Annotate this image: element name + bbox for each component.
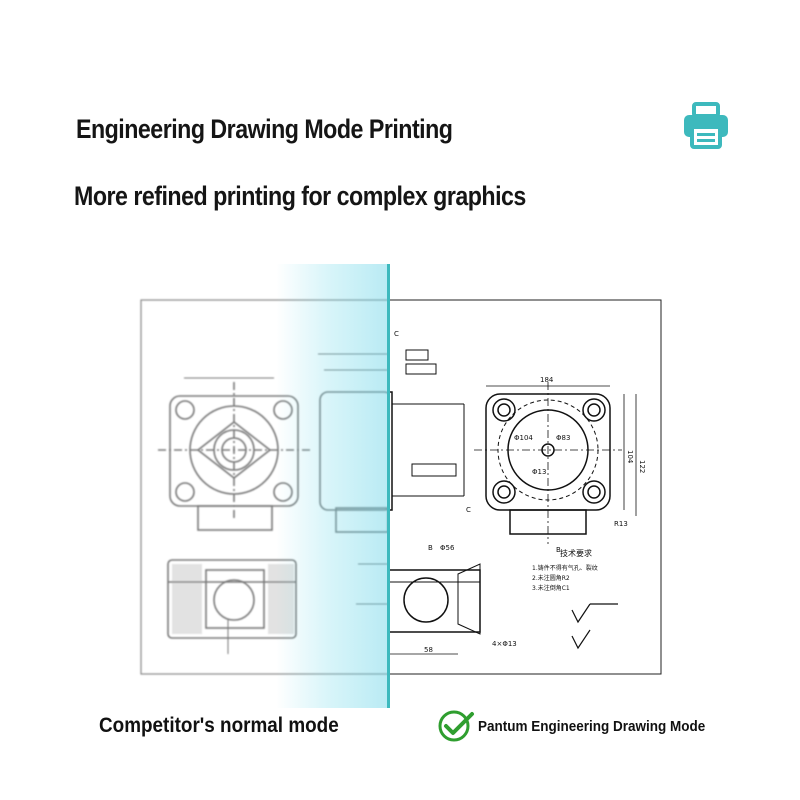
dim-bolts: 4×Φ13 <box>492 640 517 648</box>
notes-line-2: 2.未注圆角R2 <box>532 574 570 582</box>
pantum-render: 184 122 104 Φ104 Φ83 Φ13 R13 B B C C Φ56… <box>389 264 674 708</box>
notes-heading: 技术要求 <box>560 548 592 558</box>
notes-line-3: 3.未注倒角C1 <box>532 584 570 592</box>
comparison-divider <box>387 264 390 708</box>
label-b2: B <box>428 544 433 552</box>
dim-right-height: 122 <box>638 460 646 473</box>
page-title: Engineering Drawing Mode Printing <box>76 114 453 144</box>
dim-dia-a: Φ104 <box>514 434 533 442</box>
competitor-label: Competitor's normal mode <box>99 714 339 737</box>
dim-phi56: Φ56 <box>440 544 455 552</box>
label-c2: C <box>394 330 399 338</box>
dim-top-width: 184 <box>540 376 554 384</box>
dim-r13: R13 <box>614 520 628 528</box>
dim-dia-b: Φ83 <box>556 434 570 442</box>
drawing-blurred <box>140 299 389 675</box>
pantum-label: Pantum Engineering Drawing Mode <box>478 718 706 735</box>
dim-right-height-2: 104 <box>626 450 634 464</box>
dim-58: 58 <box>424 646 433 654</box>
page-subtitle: More refined printing for complex graphi… <box>74 181 526 211</box>
notes-line-1: 1.铸件不得有气孔、裂纹 <box>532 564 598 572</box>
check-circle-icon <box>438 710 474 742</box>
dim-dia-c: Φ13 <box>532 468 546 476</box>
label-c: C <box>466 506 471 514</box>
engineering-drawing-comparison: 184 122 104 Φ104 Φ83 Φ13 R13 B B C C Φ56… <box>128 264 674 708</box>
competitor-render <box>128 264 389 708</box>
drawing-sharp: 184 122 104 Φ104 Φ83 Φ13 R13 B B C C Φ56… <box>389 299 662 675</box>
label-b: B <box>556 546 561 554</box>
printer-icon <box>684 102 728 149</box>
transition-glow <box>276 264 388 708</box>
